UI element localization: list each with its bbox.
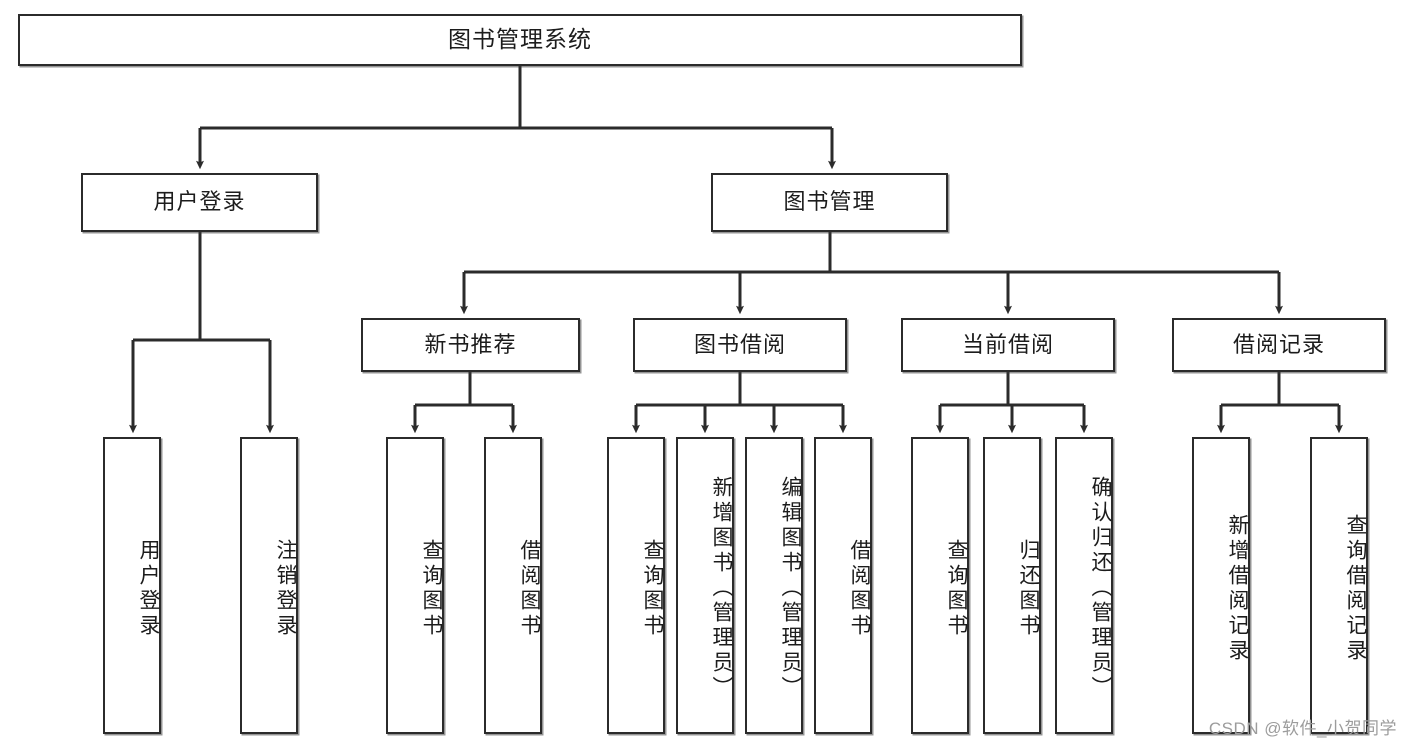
node-leaf-user-login-label: 用户登录: [137, 538, 160, 639]
node-leaf-query-book-1[interactable]: 查询图书: [386, 437, 444, 734]
node-leaf-user-login[interactable]: 用户登录: [103, 437, 161, 734]
node-leaf-user-logout[interactable]: 注销登录: [240, 437, 298, 734]
node-leaf-query-book-3[interactable]: 查询图书: [911, 437, 969, 734]
node-leaf-query-book-2-label: 查询图书: [641, 538, 664, 639]
node-user-login[interactable]: 用户登录: [81, 173, 318, 232]
node-leaf-query-book-1-label: 查询图书: [420, 538, 443, 639]
node-leaf-user-logout-label: 注销登录: [274, 538, 297, 639]
node-leaf-add-record[interactable]: 新增借阅记录: [1192, 437, 1250, 734]
node-borrow-record-label: 借阅记录: [1232, 331, 1325, 357]
node-book-borrow[interactable]: 图书借阅: [633, 318, 847, 372]
node-leaf-confirm-return-label: 确认归还（管理员）: [1089, 476, 1112, 701]
node-leaf-borrow-book-2-label: 借阅图书: [848, 538, 871, 639]
node-leaf-add-book[interactable]: 新增图书（管理员）: [676, 437, 734, 734]
node-leaf-query-book-3-label: 查询图书: [945, 538, 968, 639]
node-leaf-return-book[interactable]: 归还图书: [983, 437, 1041, 734]
node-leaf-add-book-label: 新增图书（管理员）: [710, 476, 733, 701]
node-new-book-recommend[interactable]: 新书推荐: [361, 318, 580, 372]
node-leaf-borrow-book-1-label: 借阅图书: [518, 538, 541, 639]
node-leaf-borrow-book-1[interactable]: 借阅图书: [484, 437, 542, 734]
node-current-borrow[interactable]: 当前借阅: [901, 318, 1115, 372]
node-leaf-edit-book-label: 编辑图书（管理员）: [779, 476, 802, 701]
node-book-manage-label: 图书管理: [783, 189, 876, 215]
node-root-label: 图书管理系统: [448, 26, 592, 53]
node-current-borrow-label: 当前借阅: [961, 331, 1054, 357]
csdn-watermark: CSDN @软件_小贺同学: [1208, 719, 1397, 738]
node-leaf-add-record-label: 新增借阅记录: [1226, 513, 1249, 664]
node-leaf-query-record[interactable]: 查询借阅记录: [1310, 437, 1368, 734]
node-leaf-query-book-2[interactable]: 查询图书: [607, 437, 665, 734]
node-root[interactable]: 图书管理系统: [18, 14, 1022, 66]
node-book-borrow-label: 图书借阅: [693, 331, 786, 357]
node-leaf-return-book-label: 归还图书: [1017, 538, 1040, 639]
node-leaf-borrow-book-2[interactable]: 借阅图书: [814, 437, 872, 734]
node-borrow-record[interactable]: 借阅记录: [1172, 318, 1386, 372]
node-book-manage[interactable]: 图书管理: [711, 173, 948, 232]
node-new-book-recommend-label: 新书推荐: [424, 331, 517, 357]
node-user-login-label: 用户登录: [153, 189, 246, 215]
node-leaf-query-record-label: 查询借阅记录: [1344, 513, 1367, 664]
node-leaf-confirm-return[interactable]: 确认归还（管理员）: [1055, 437, 1113, 734]
node-leaf-edit-book[interactable]: 编辑图书（管理员）: [745, 437, 803, 734]
